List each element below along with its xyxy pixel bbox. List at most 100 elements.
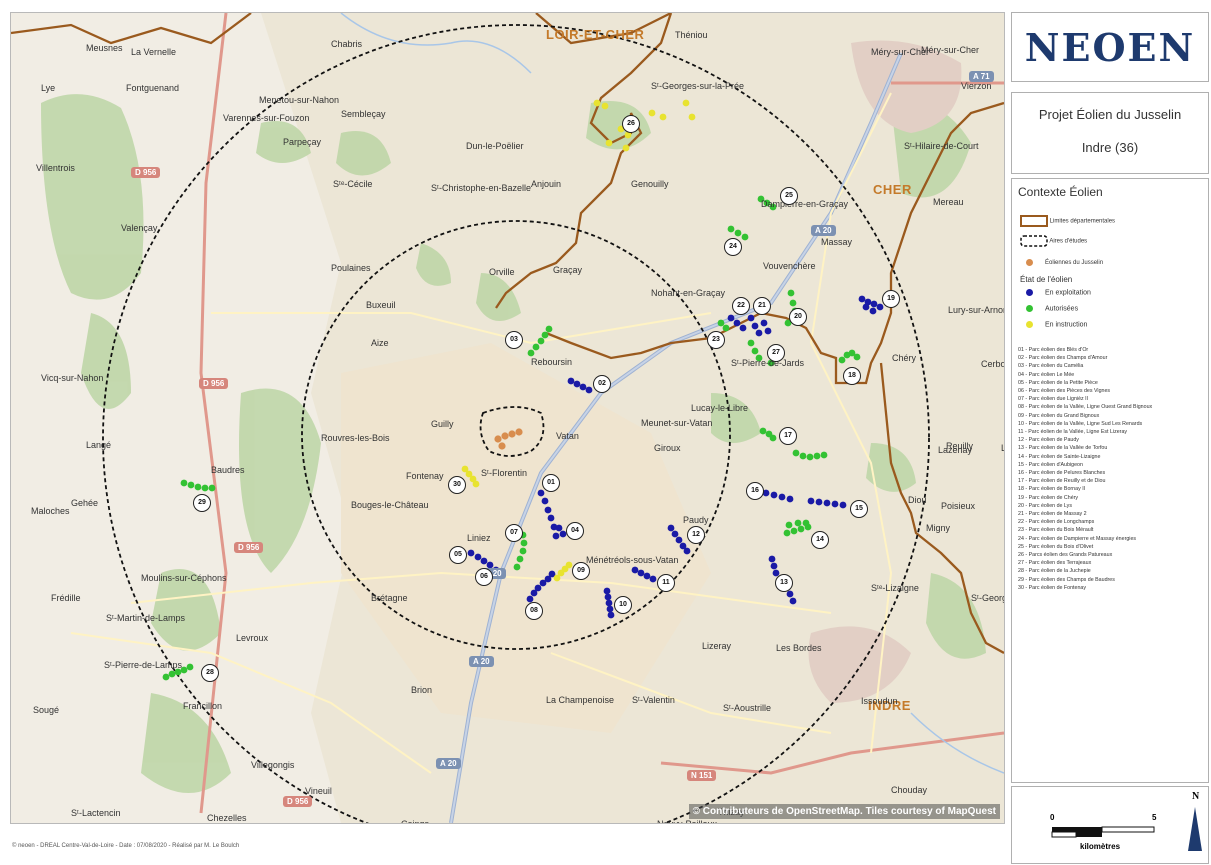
turbine-marker xyxy=(688,113,696,121)
park-number-label[interactable]: 30 xyxy=(448,476,466,494)
turbine-marker xyxy=(741,233,749,241)
turbine-marker xyxy=(770,491,778,499)
park-number-label[interactable]: 08 xyxy=(525,602,543,620)
park-number-label[interactable]: 20 xyxy=(789,308,807,326)
place-label: Brion xyxy=(411,685,433,695)
turbine-marker xyxy=(794,519,802,527)
jusselin-turbine-marker xyxy=(498,442,506,450)
park-number-label[interactable]: 15 xyxy=(850,500,868,518)
place-label: Gehée xyxy=(71,498,99,508)
place-label: Lucay-le-Libre xyxy=(691,403,749,413)
turbine-marker xyxy=(174,668,182,676)
park-list-item: 06 - Parc éolien des Pièces des Vignes xyxy=(1018,388,1111,395)
park-number-label[interactable]: 28 xyxy=(201,664,219,682)
turbine-marker xyxy=(839,501,847,509)
turbine-marker xyxy=(579,383,587,391)
turbine-marker xyxy=(544,575,552,583)
place-label: Fontenay xyxy=(406,471,444,481)
park-number-label[interactable]: 23 xyxy=(707,331,725,349)
turbine-marker xyxy=(717,319,725,327)
park-number-label[interactable]: 02 xyxy=(593,375,611,393)
legend-item-operation: En exploitation xyxy=(1020,289,1091,296)
road-shield-d956: D 956 xyxy=(131,167,161,178)
place-label: Lury-sur-Arnon xyxy=(948,305,1005,315)
park-number-label[interactable]: 25 xyxy=(780,187,798,205)
turbine-marker xyxy=(733,319,741,327)
park-number-label[interactable]: 19 xyxy=(882,290,900,308)
park-number-label[interactable]: 05 xyxy=(449,546,467,564)
park-number-label[interactable]: 04 xyxy=(566,522,584,540)
park-number-label[interactable]: 21 xyxy=(753,297,771,315)
turbine-marker xyxy=(162,673,170,681)
park-number-label[interactable]: 07 xyxy=(505,524,523,542)
place-label: Sᵗ-Christophe-en-Bazelle xyxy=(431,183,532,193)
turbine-marker xyxy=(768,555,776,563)
park-number-label[interactable]: 22 xyxy=(732,297,750,315)
park-list-item: 07 - Parc éolien due Lignièz II xyxy=(1018,396,1089,403)
turbine-marker xyxy=(813,452,821,460)
park-number-label[interactable]: 14 xyxy=(811,531,829,549)
park-number-label[interactable]: 13 xyxy=(775,574,793,592)
jusselin-turbine-marker xyxy=(508,430,516,438)
map[interactable]: LOIR-ET-CHER CHER INDRE A 20 A 20 A 20 A… xyxy=(10,12,1005,824)
place-label: Sᵗ-Georges-sur-Arnon xyxy=(971,593,1004,603)
park-number-label[interactable]: 16 xyxy=(746,482,764,500)
place-label: Chabris xyxy=(331,39,363,49)
turbine-marker xyxy=(755,354,763,362)
project-department: Indre (36) xyxy=(1081,140,1139,155)
park-number-label[interactable]: 11 xyxy=(657,574,675,592)
roads xyxy=(70,13,1004,823)
park-number-label[interactable]: 27 xyxy=(767,344,785,362)
park-number-label[interactable]: 01 xyxy=(542,474,560,492)
turbine-marker xyxy=(187,481,195,489)
place-label: Sᵗᵉ-Cécile xyxy=(333,179,373,189)
road-shield-d956: D 956 xyxy=(283,796,313,807)
place-label: Lizeray xyxy=(702,641,732,651)
turbine-marker xyxy=(486,561,494,569)
park-list-item: 13 - Parc éolien de la Vallée de Torfou xyxy=(1018,445,1108,452)
road-shield-d956: D 956 xyxy=(234,542,264,553)
place-label: Lye xyxy=(41,83,56,93)
park-number-label[interactable]: 06 xyxy=(475,568,493,586)
turbine-marker xyxy=(763,199,771,207)
park-number-label[interactable]: 10 xyxy=(614,596,632,614)
park-number-label[interactable]: 26 xyxy=(622,115,640,133)
park-number-label[interactable]: 12 xyxy=(687,526,705,544)
turbine-marker xyxy=(465,470,473,478)
turbine-marker xyxy=(823,499,831,507)
park-number-label[interactable]: 24 xyxy=(724,238,742,256)
turbine-marker xyxy=(637,569,645,577)
turbine-marker xyxy=(573,380,581,388)
park-number-label[interactable]: 09 xyxy=(572,562,590,580)
turbine-marker xyxy=(751,347,759,355)
park-number-label[interactable]: 03 xyxy=(505,331,523,349)
legend: Contexte Éolien Limites départementales … xyxy=(1011,178,1209,783)
park-list-item: 02 - Parc éolien des Champs d'Amour xyxy=(1018,355,1108,362)
place-label: Sᵗ-Lactencin xyxy=(71,808,121,818)
park-number-label[interactable]: 18 xyxy=(843,367,861,385)
park-number-label[interactable]: 29 xyxy=(193,494,211,512)
place-label: Diou xyxy=(908,495,927,505)
turbine-marker xyxy=(831,500,839,508)
park-list-item: 27 - Parc éolien des Terrajeaux xyxy=(1018,560,1092,567)
turbine-marker xyxy=(757,195,765,203)
road-shield-a20: A 20 xyxy=(811,225,836,236)
place-label: La Champenoise xyxy=(546,695,615,705)
place-label: Coings xyxy=(401,819,430,824)
turbine-marker xyxy=(675,536,683,544)
turbine-marker xyxy=(552,532,560,540)
turbine-marker xyxy=(764,327,772,335)
road-shield-a20: A 20 xyxy=(436,758,461,769)
place-label: Moulins-sur-Céphons xyxy=(141,573,227,583)
turbine-marker xyxy=(643,572,651,580)
turbine-marker xyxy=(671,530,679,538)
road-shield-n151: N 151 xyxy=(687,770,717,781)
place-label: Levroux xyxy=(236,633,269,643)
park-number-label[interactable]: 17 xyxy=(779,427,797,445)
border-line-icon xyxy=(1020,215,1048,227)
turbine-marker xyxy=(870,300,878,308)
turbine-marker xyxy=(537,337,545,345)
brand-logo-box: NEOEN xyxy=(1011,12,1209,82)
jusselin-turbine-marker xyxy=(515,428,523,436)
turbine-marker xyxy=(541,331,549,339)
